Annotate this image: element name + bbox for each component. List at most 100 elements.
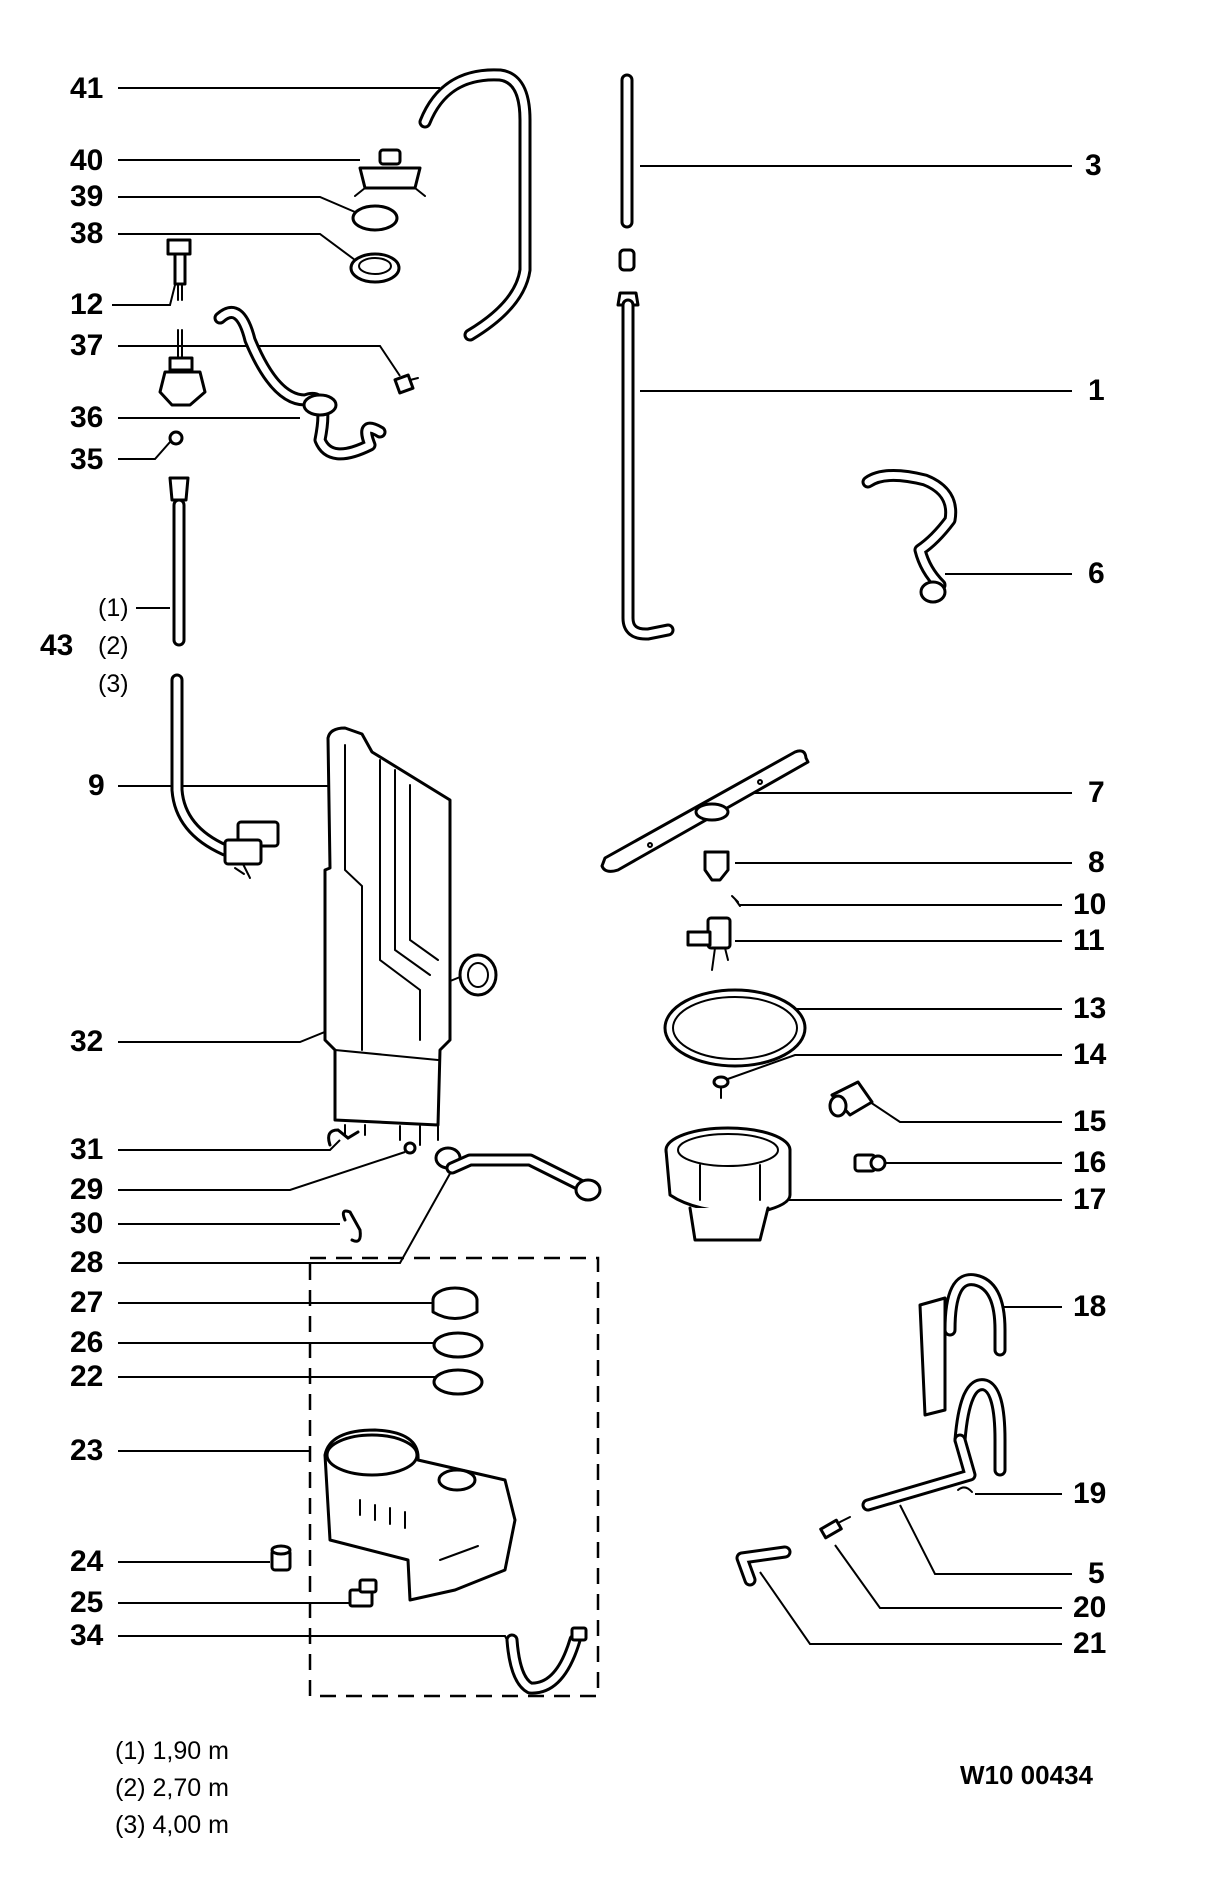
callout-5: 5 xyxy=(899,1504,1105,1590)
part-14-bolt xyxy=(712,1075,730,1099)
callout-24: 24 xyxy=(70,1545,270,1578)
callout-10: 10 xyxy=(740,888,1106,921)
part-40-cap xyxy=(354,148,426,197)
svg-text:32: 32 xyxy=(70,1025,103,1058)
svg-text:6: 6 xyxy=(1088,557,1105,590)
svg-text:23: 23 xyxy=(70,1434,103,1467)
callout-23: 23 xyxy=(70,1434,310,1467)
svg-text:9: 9 xyxy=(88,769,105,802)
part-9-panel xyxy=(323,726,452,1146)
svg-text:37: 37 xyxy=(70,329,103,362)
part-37-clip xyxy=(393,373,419,395)
part-5-rod xyxy=(861,1378,1007,1512)
part-10-screw xyxy=(731,895,741,907)
callout-28: 28 xyxy=(70,1169,453,1279)
callout-20: 20 xyxy=(834,1544,1106,1624)
callout-12: 12 xyxy=(70,284,176,321)
svg-text:29: 29 xyxy=(70,1173,103,1206)
variant-1: (1) xyxy=(98,594,129,622)
part-28-hose xyxy=(434,1146,602,1202)
callout-41: 41 xyxy=(70,72,440,105)
part-34-wire xyxy=(505,1626,588,1695)
callout-31: 31 xyxy=(70,1133,341,1166)
callout-29: 29 xyxy=(70,1151,406,1206)
callout-30: 30 xyxy=(70,1207,340,1240)
legend-line-1: (1) 1,90 m xyxy=(115,1737,229,1765)
svg-text:25: 25 xyxy=(70,1586,103,1619)
svg-text:16: 16 xyxy=(1073,1146,1106,1179)
callout-25: 25 xyxy=(70,1586,350,1619)
callout-16: 16 xyxy=(880,1146,1106,1179)
variant-3: (3) xyxy=(98,670,129,698)
part-6-pipe xyxy=(861,469,958,604)
svg-text:15: 15 xyxy=(1073,1105,1106,1138)
part-25-connector xyxy=(348,1578,378,1608)
callout-34: 34 xyxy=(70,1619,513,1652)
legend-line-3: (3) 4,00 m xyxy=(115,1811,229,1839)
part-24-cylinder xyxy=(270,1544,292,1572)
part-38-clamp xyxy=(349,252,401,284)
svg-text:3: 3 xyxy=(1085,149,1102,182)
callout-17: 17 xyxy=(780,1183,1106,1216)
part-31-clip xyxy=(327,1128,360,1147)
callout-1: 1 xyxy=(640,374,1105,407)
drawing-code: W10 00434 xyxy=(960,1760,1094,1790)
part-7-spray-arm xyxy=(600,749,810,873)
part-21-pin xyxy=(735,1545,792,1587)
part-20-pin xyxy=(819,1516,851,1540)
part-23-container xyxy=(323,1428,517,1602)
svg-text:1: 1 xyxy=(1088,374,1105,407)
callout-35: 35 xyxy=(70,441,171,476)
callout-15: 15 xyxy=(869,1101,1106,1138)
callout-38: 38 xyxy=(70,217,356,261)
svg-text:30: 30 xyxy=(70,1207,103,1240)
part-16-fitting xyxy=(853,1153,887,1173)
part-3-pipe xyxy=(618,73,636,272)
callout-8: 8 xyxy=(735,846,1105,879)
svg-text:13: 13 xyxy=(1073,992,1106,1025)
svg-text:43: 43 xyxy=(40,629,73,662)
svg-text:31: 31 xyxy=(70,1133,103,1166)
svg-text:40: 40 xyxy=(70,144,103,177)
callout-13: 13 xyxy=(790,992,1106,1025)
svg-text:39: 39 xyxy=(70,180,103,213)
part-43-hose-bottom xyxy=(170,673,280,879)
part-19-clip xyxy=(957,1486,973,1493)
svg-text:5: 5 xyxy=(1088,1557,1105,1590)
callout-19: 19 xyxy=(975,1477,1106,1510)
part-26-ring xyxy=(432,1331,484,1359)
svg-text:36: 36 xyxy=(70,401,103,434)
part-18-bracket xyxy=(918,1273,1007,1417)
svg-text:19: 19 xyxy=(1073,1477,1106,1510)
svg-text:14: 14 xyxy=(1073,1038,1107,1071)
svg-text:35: 35 xyxy=(70,443,103,476)
part-43-hose-top xyxy=(168,476,190,647)
svg-text:7: 7 xyxy=(1088,776,1105,809)
svg-text:28: 28 xyxy=(70,1246,103,1279)
callout-37: 37 xyxy=(70,329,401,377)
svg-text:21: 21 xyxy=(1073,1627,1106,1660)
callout-40: 40 xyxy=(70,144,360,177)
svg-text:10: 10 xyxy=(1073,888,1106,921)
svg-text:12: 12 xyxy=(70,288,103,321)
callout-39: 39 xyxy=(70,180,356,213)
part-41-hose xyxy=(418,68,532,342)
callout-6: 6 xyxy=(945,557,1105,590)
part-39-ring xyxy=(351,204,399,232)
callout-22: 22 xyxy=(70,1360,435,1393)
callout-18: 18 xyxy=(1000,1290,1106,1323)
part-35-washer xyxy=(168,430,184,446)
assembly-group-box xyxy=(308,1256,600,1698)
svg-text:24: 24 xyxy=(70,1545,104,1578)
part-8-nozzle xyxy=(703,850,730,882)
callout-43: 43 (1) (2) (3) xyxy=(40,594,170,698)
callout-14: 14 xyxy=(724,1038,1107,1081)
svg-text:8: 8 xyxy=(1088,846,1105,879)
part-36-hose xyxy=(213,306,387,461)
part-22-ring xyxy=(432,1368,484,1396)
callout-7: 7 xyxy=(745,776,1105,809)
svg-text:26: 26 xyxy=(70,1326,103,1359)
callout-36: 36 xyxy=(70,401,300,434)
part-12-fitting xyxy=(158,238,207,407)
